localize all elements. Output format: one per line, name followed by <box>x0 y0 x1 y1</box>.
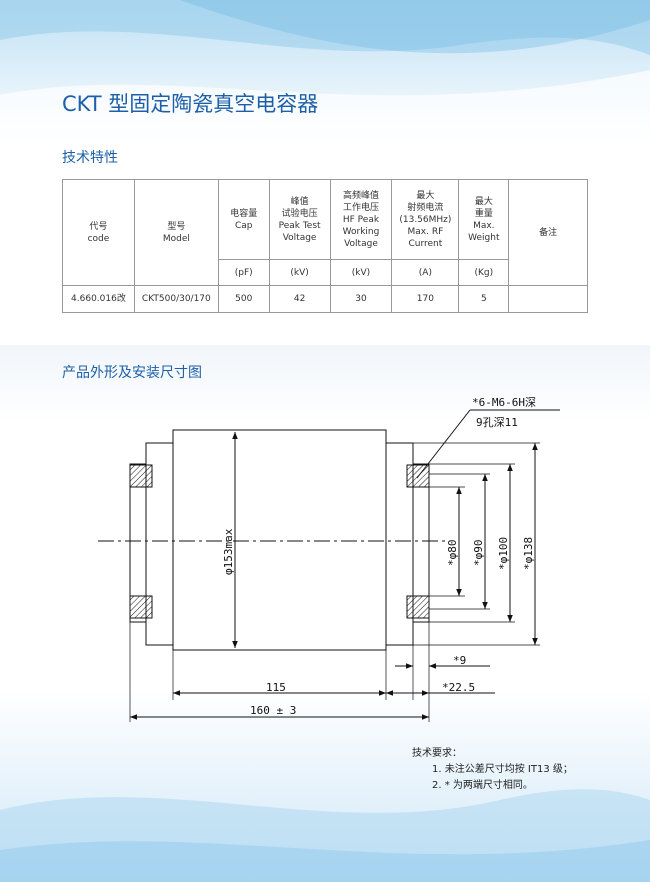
note-item: 1. 未注公差尺寸均按 IT13 级； <box>432 764 573 775</box>
right-flange <box>412 463 430 623</box>
col-header-remarks: 备注 <box>508 179 588 286</box>
dim-body-diameter: φ153max <box>222 528 235 575</box>
col-header-capacitance: 电容量 Cap <box>217 179 270 260</box>
cell-model: CKT500/30/170 <box>133 285 219 313</box>
technical-notes: 技术要求： 1. 未注公差尺寸均按 IT13 级； 2. * 为两端尺寸相同。 <box>412 746 573 794</box>
unit-max-weight: (Kg) <box>458 259 510 286</box>
dim-phi138: *φ138 <box>522 537 535 570</box>
table-header-row: 代号 code 型号 Model 电容量 Cap 峰值 试验电压 Peak Te… <box>62 179 588 286</box>
dim-phi80: *φ80 <box>446 540 459 567</box>
cell-remarks <box>508 285 588 313</box>
note-item: 2. * 为两端尺寸相同。 <box>432 780 533 791</box>
col-header-max-weight: 最大 重量 Max. Weight <box>458 179 510 260</box>
table-row: 4.660.016改 CKT500/30/170 500 42 30 170 5 <box>62 285 588 313</box>
page-title: CKT 型固定陶瓷真空电容器 <box>62 92 319 116</box>
ceramic-body <box>172 429 387 651</box>
spec-table: 代号 code 型号 Model 电容量 Cap 峰值 试验电压 Peak Te… <box>62 179 588 313</box>
dim-160: 160 ± 3 <box>250 704 296 717</box>
dim-9: *9 <box>453 654 466 667</box>
spec-section-heading: 技术特性 <box>62 150 118 166</box>
unit-hf-peak-working-voltage: (kV) <box>329 259 393 286</box>
unit-peak-test-voltage: (kV) <box>268 259 331 286</box>
cell-code: 4.660.016改 <box>62 285 135 313</box>
hole-note-line2: 9孔深11 <box>476 416 518 429</box>
dim-phi100: *φ100 <box>497 537 510 570</box>
cell-peak-test-voltage: 42 <box>268 285 331 313</box>
unit-capacitance: (pF) <box>217 259 270 286</box>
footer-wave-background <box>0 690 650 882</box>
col-header-model: 型号 Model <box>133 179 219 286</box>
cell-capacitance: 500 <box>217 285 270 313</box>
hole-note-line1: *6-M6-6H深 <box>472 396 536 409</box>
dimension-drawing: *6-M6-6H深 9孔深11 φ153max *φ80 *φ90 *φ100 … <box>98 396 560 722</box>
col-header-peak-test-voltage: 峰值 试验电压 Peak Test Voltage <box>268 179 331 260</box>
table-unit-row: (pF) (kV) (kV) (A) (Kg) <box>63 259 588 286</box>
dim-22-5: *22.5 <box>442 681 475 694</box>
col-header-max-rf-current: 最大 射频电流 (13.56MHz) Max. RF Current <box>391 179 460 260</box>
cell-max-rf-current: 170 <box>391 285 460 313</box>
header-wave-background <box>0 0 650 150</box>
notes-heading: 技术要求： <box>412 748 462 759</box>
section-band <box>0 345 650 425</box>
drawing-section-heading: 产品外形及安装尺寸图 <box>62 365 202 381</box>
cell-hf-peak-working-voltage: 30 <box>329 285 393 313</box>
col-header-hf-peak-working-voltage: 高频峰值 工作电压 HF Peak Working Voltage <box>329 179 393 260</box>
cell-max-weight: 5 <box>458 285 510 313</box>
col-header-code: 代号 code <box>62 179 135 286</box>
dim-115: 115 <box>266 681 286 694</box>
dim-phi90: *φ90 <box>472 540 485 567</box>
unit-max-rf-current: (A) <box>391 259 460 286</box>
